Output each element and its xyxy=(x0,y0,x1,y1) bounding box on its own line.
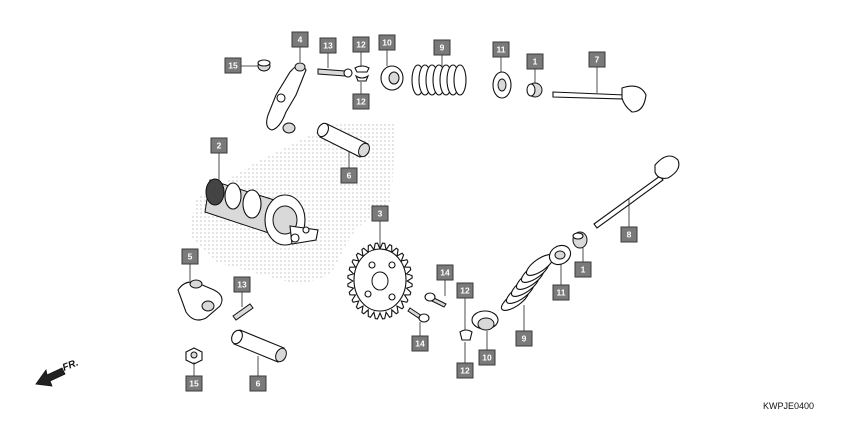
svg-text:11: 11 xyxy=(557,288,566,298)
callout-14-lower: 14 xyxy=(411,335,429,352)
svg-text:12: 12 xyxy=(356,97,366,107)
svg-text:15: 15 xyxy=(228,61,238,71)
bolt-part-a xyxy=(407,307,430,323)
adjust-screw-part-lower xyxy=(232,303,254,321)
callout-11-upper: 11 xyxy=(492,41,510,58)
callout-1-lower: 1 xyxy=(574,261,592,278)
callout-12-lower-a: 12 xyxy=(456,282,474,299)
cam-sprocket-part xyxy=(347,242,413,320)
valve-spring-part-lower xyxy=(500,254,555,311)
callout-5: 5 xyxy=(181,248,199,265)
svg-text:1: 1 xyxy=(581,265,586,275)
front-label: FR. xyxy=(61,358,80,374)
svg-text:13: 13 xyxy=(237,280,247,290)
callout-9-upper: 9 xyxy=(433,39,451,56)
rocker-arm-part-lower xyxy=(177,279,223,321)
svg-text:10: 10 xyxy=(382,38,392,48)
callout-15-upper: 15 xyxy=(224,57,242,74)
svg-text:15: 15 xyxy=(189,379,199,389)
callout-9-lower: 9 xyxy=(515,330,533,347)
svg-text:9: 9 xyxy=(440,43,445,53)
svg-text:12: 12 xyxy=(460,366,470,376)
camshaft-part xyxy=(204,178,319,246)
callout-1-upper: 1 xyxy=(526,53,544,70)
svg-text:7: 7 xyxy=(595,55,600,65)
rocker-shaft-part-lower xyxy=(231,329,287,363)
spring-seat-part-upper xyxy=(492,71,512,99)
svg-text:5: 5 xyxy=(188,252,193,262)
rocker-shaft-part-upper xyxy=(316,122,370,158)
callout-10-upper: 10 xyxy=(378,34,396,51)
svg-text:3: 3 xyxy=(378,209,383,219)
svg-text:11: 11 xyxy=(497,45,506,55)
bolt-part-b xyxy=(424,292,447,308)
callout-7: 7 xyxy=(588,51,606,68)
diagram-code: KWPJE0400 xyxy=(762,401,814,411)
callout-6-lower: 6 xyxy=(249,375,267,392)
callout-8: 8 xyxy=(620,226,638,243)
svg-text:8: 8 xyxy=(627,230,632,240)
nut-part-lower xyxy=(185,347,203,365)
front-direction-indicator: FR. xyxy=(35,358,80,387)
spring-retainer-part-lower xyxy=(471,310,499,331)
callout-12-upper-b: 12 xyxy=(352,93,370,110)
callout-3: 3 xyxy=(371,205,389,222)
callout-13-upper: 13 xyxy=(319,37,337,54)
svg-text:9: 9 xyxy=(522,334,527,344)
intake-valve-part xyxy=(593,155,680,229)
spring-seat-part-lower xyxy=(548,244,572,266)
svg-text:1: 1 xyxy=(533,57,538,67)
svg-text:13: 13 xyxy=(323,41,333,51)
nut-part-upper xyxy=(257,59,271,72)
callout-14-upper: 14 xyxy=(436,264,454,281)
callout-2: 2 xyxy=(210,137,228,154)
valve-spring-part-upper xyxy=(411,64,467,96)
callout-6-upper: 6 xyxy=(340,167,358,184)
adjust-screw-part-upper xyxy=(317,68,353,78)
callout-4: 4 xyxy=(291,31,309,48)
callout-12-lower-b: 12 xyxy=(456,362,474,379)
svg-text:6: 6 xyxy=(347,171,352,181)
svg-text:14: 14 xyxy=(440,268,450,278)
svg-text:12: 12 xyxy=(460,286,470,296)
valve-cotter-part-lower xyxy=(459,329,473,341)
spring-retainer-part-upper xyxy=(380,65,404,91)
front-arrow-icon xyxy=(35,367,66,387)
callout-12-upper-a: 12 xyxy=(352,36,370,53)
stem-seal-part-upper xyxy=(526,82,543,98)
stem-seal-part-lower xyxy=(572,231,588,249)
svg-text:4: 4 xyxy=(298,35,303,45)
exhaust-valve-part xyxy=(552,85,647,113)
callout-10-lower: 10 xyxy=(478,349,496,366)
callout-13-lower: 13 xyxy=(233,276,251,293)
svg-text:14: 14 xyxy=(415,339,425,349)
svg-text:12: 12 xyxy=(356,40,366,50)
rocker-arm-part-upper xyxy=(266,62,307,134)
callout-11-lower: 11 xyxy=(552,284,570,301)
svg-text:10: 10 xyxy=(482,353,492,363)
valve-cotter-part-upper xyxy=(354,65,370,82)
svg-text:6: 6 xyxy=(256,379,261,389)
svg-text:2: 2 xyxy=(217,141,222,151)
callout-15-lower: 15 xyxy=(185,375,203,392)
